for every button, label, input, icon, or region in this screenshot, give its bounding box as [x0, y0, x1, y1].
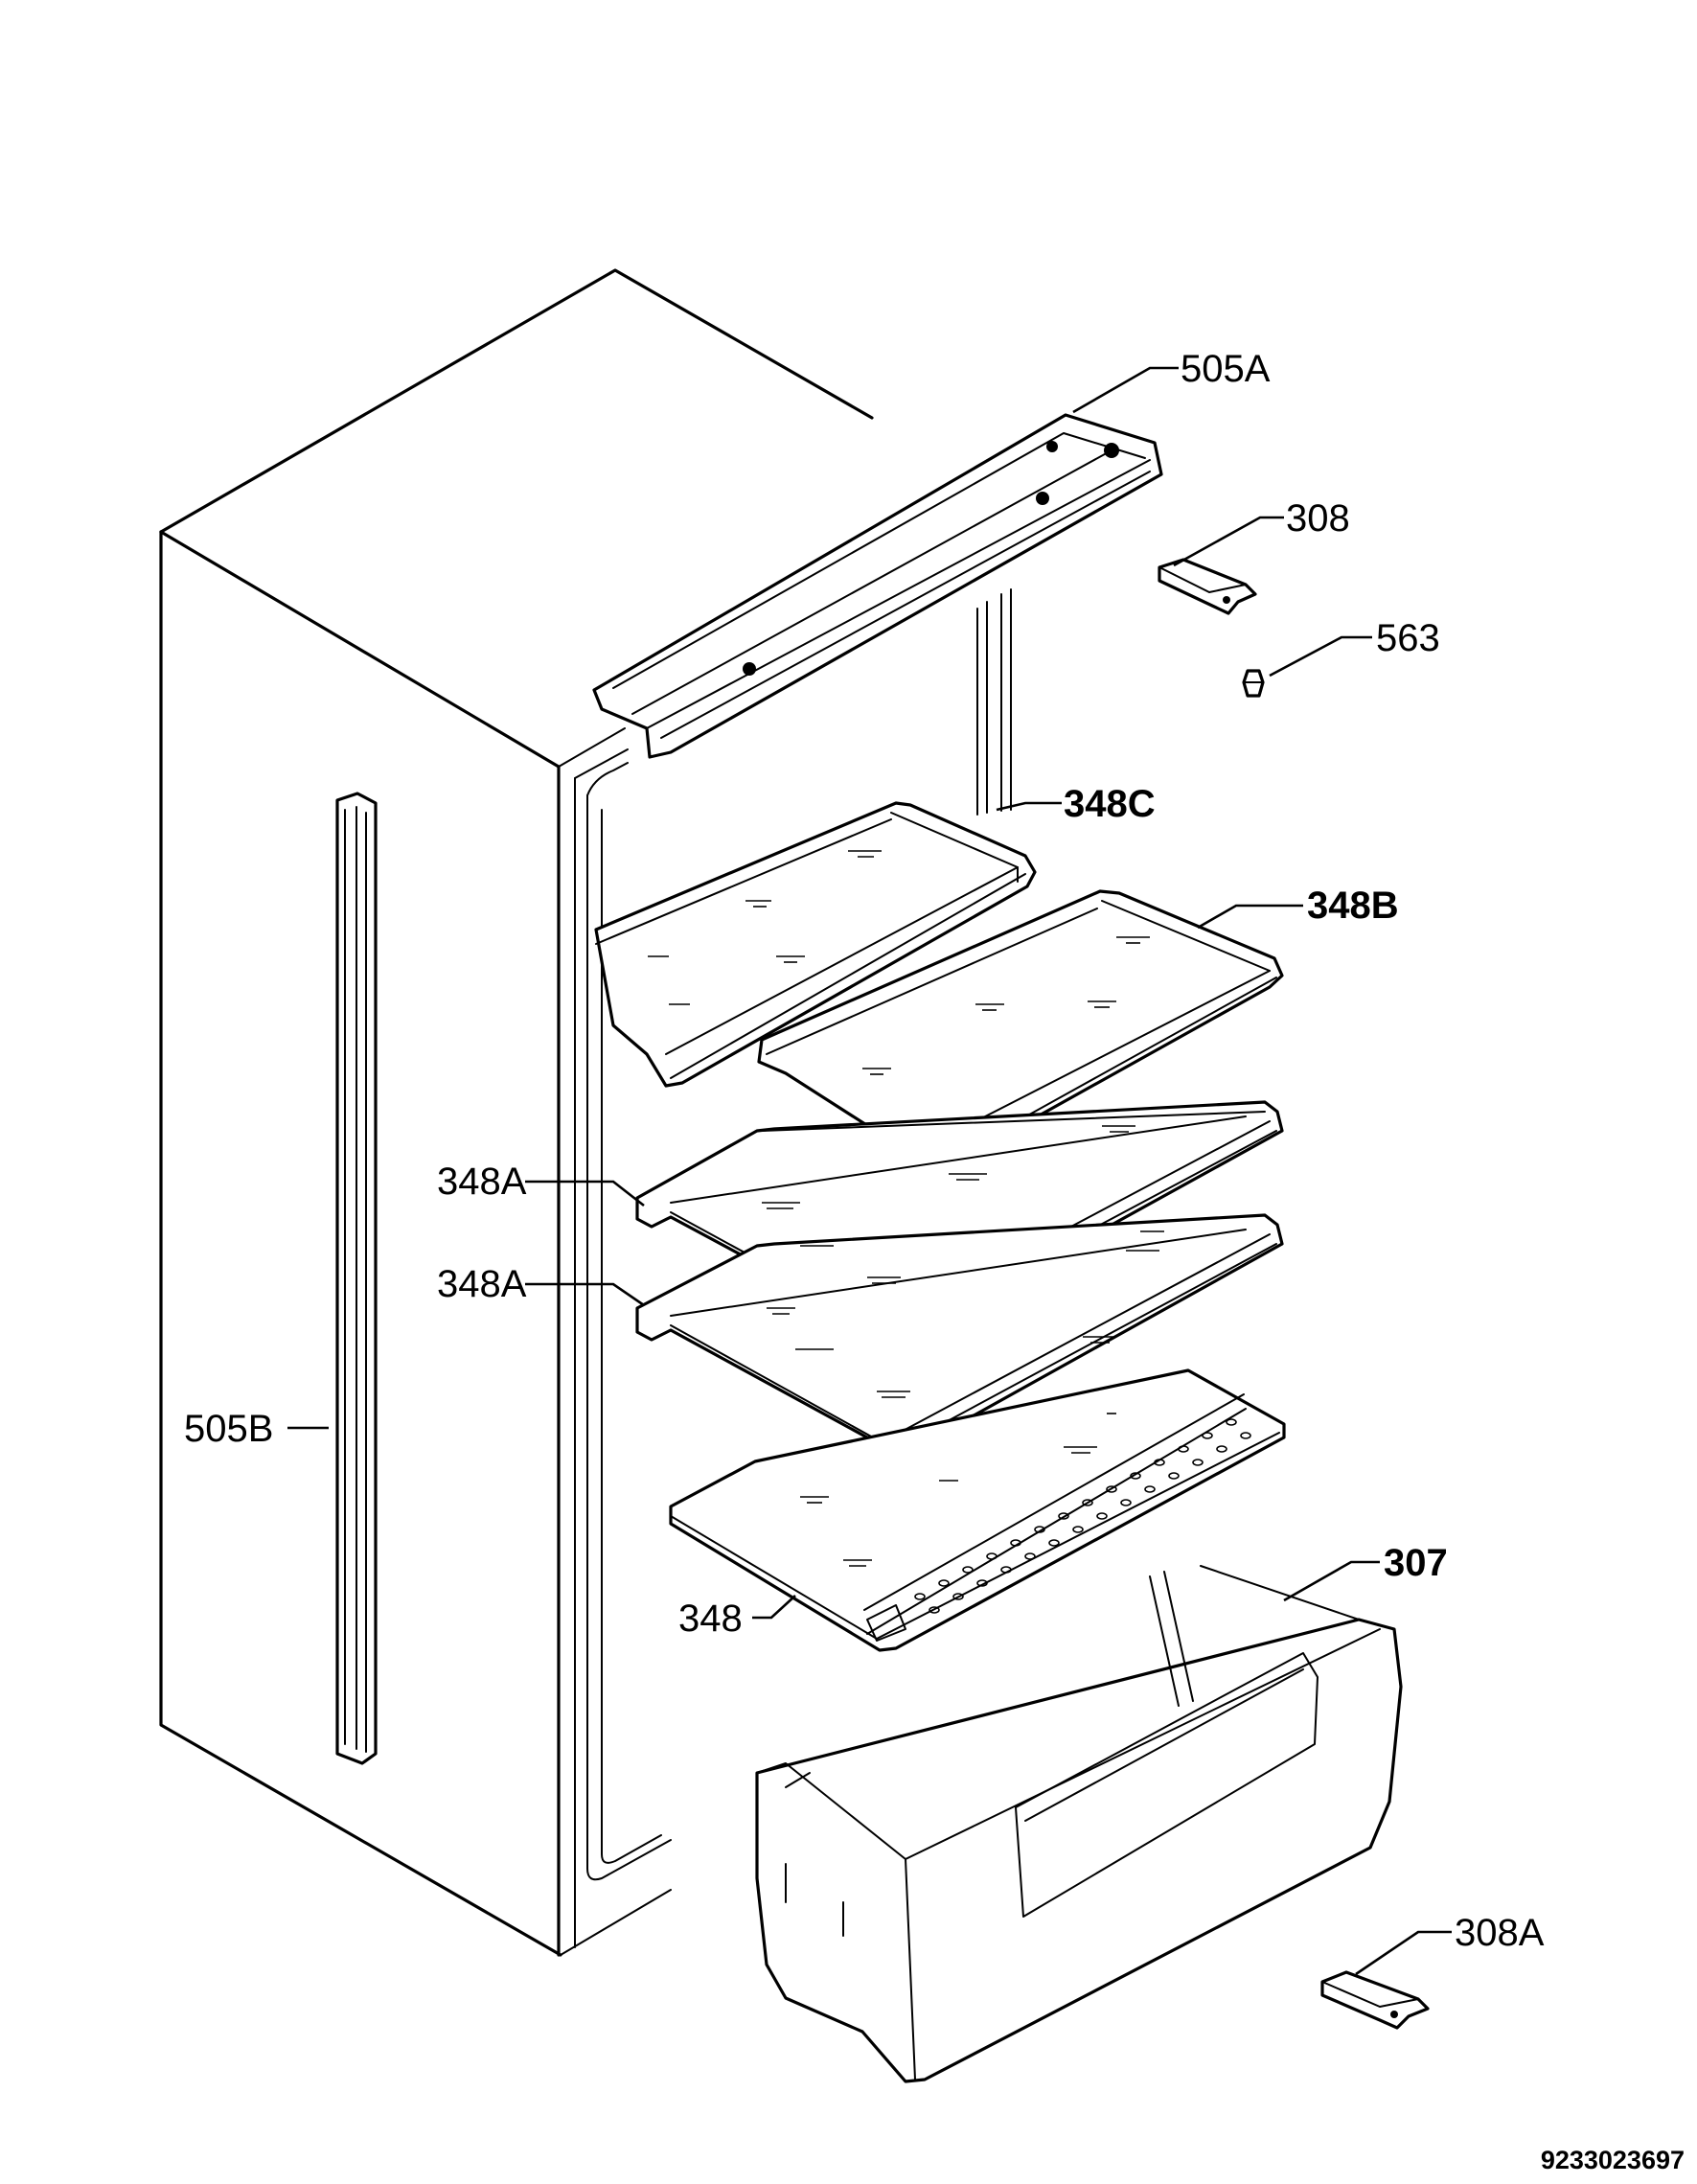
- hinge-part-308: [1158, 558, 1257, 615]
- door-seal-part: [335, 792, 378, 1765]
- callout-348a-upper: 348A: [437, 1161, 527, 1203]
- top-cover-part: [592, 413, 1163, 759]
- hinge-part-308a: [1320, 1970, 1430, 2030]
- callout-308a: 308A: [1455, 1912, 1545, 1954]
- callout-348a-lower: 348A: [437, 1263, 527, 1305]
- callout-348: 348: [678, 1598, 743, 1640]
- callout-348b: 348B: [1307, 885, 1399, 927]
- shelf-348: [669, 1368, 1286, 1652]
- cabinet-body: [159, 268, 1012, 1957]
- callout-505b: 505B: [184, 1408, 273, 1450]
- leader-lines: [287, 366, 1452, 1976]
- callout-563: 563: [1376, 617, 1440, 659]
- shelf-348c: [594, 801, 1037, 1088]
- glass-surface-marks: [648, 850, 1164, 1567]
- callout-307: 307: [1384, 1542, 1448, 1584]
- callout-505a: 505A: [1181, 348, 1271, 390]
- screw-part-563: [1242, 669, 1265, 698]
- callout-308: 308: [1286, 497, 1350, 540]
- document-number: 9233023697: [1541, 2146, 1685, 2174]
- crisper-drawer-307: [755, 1565, 1403, 2083]
- callout-348c: 348C: [1064, 783, 1156, 825]
